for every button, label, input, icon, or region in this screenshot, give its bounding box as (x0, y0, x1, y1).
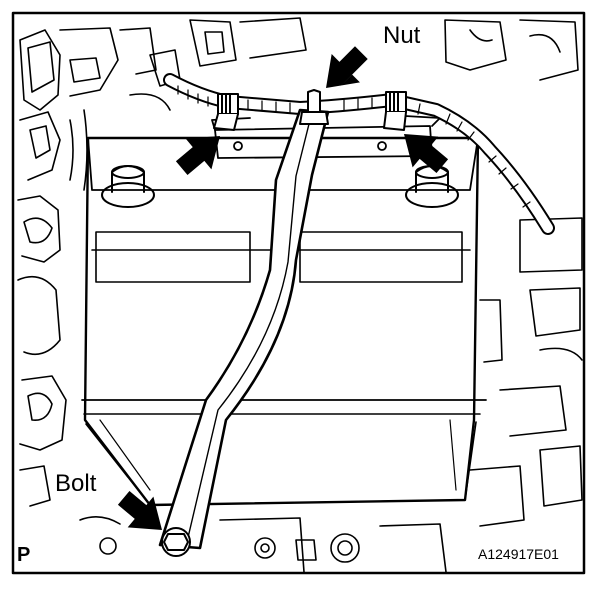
hold-down-rod (158, 108, 330, 550)
engine-bay-bottom (79, 516, 447, 573)
battery-skirt (85, 421, 477, 506)
battery-terminal-right (405, 165, 459, 208)
battery-label-panel-right (299, 231, 463, 283)
bolt-label: Bolt (55, 470, 97, 497)
nut-label: Nut (383, 22, 421, 49)
arrow-to-bolt (117, 490, 168, 530)
figure-frame (11, 11, 586, 575)
figure-code: A124917E01 (478, 546, 559, 562)
engine-bay-top (189, 17, 579, 81)
engine-bay-left (17, 27, 181, 507)
battery-terminal-left (101, 165, 155, 208)
harness-clip-left (213, 93, 239, 131)
battery-label-panel-left (95, 231, 251, 283)
arrow-to-right-clip (398, 134, 449, 174)
nut (299, 89, 329, 125)
arrow-to-nut (326, 46, 368, 95)
arrow-to-left-clip (175, 129, 220, 176)
view-mark: P (17, 544, 31, 566)
engine-bay-right (469, 217, 583, 527)
harness-clip-right (383, 91, 407, 131)
bolt (161, 527, 191, 557)
